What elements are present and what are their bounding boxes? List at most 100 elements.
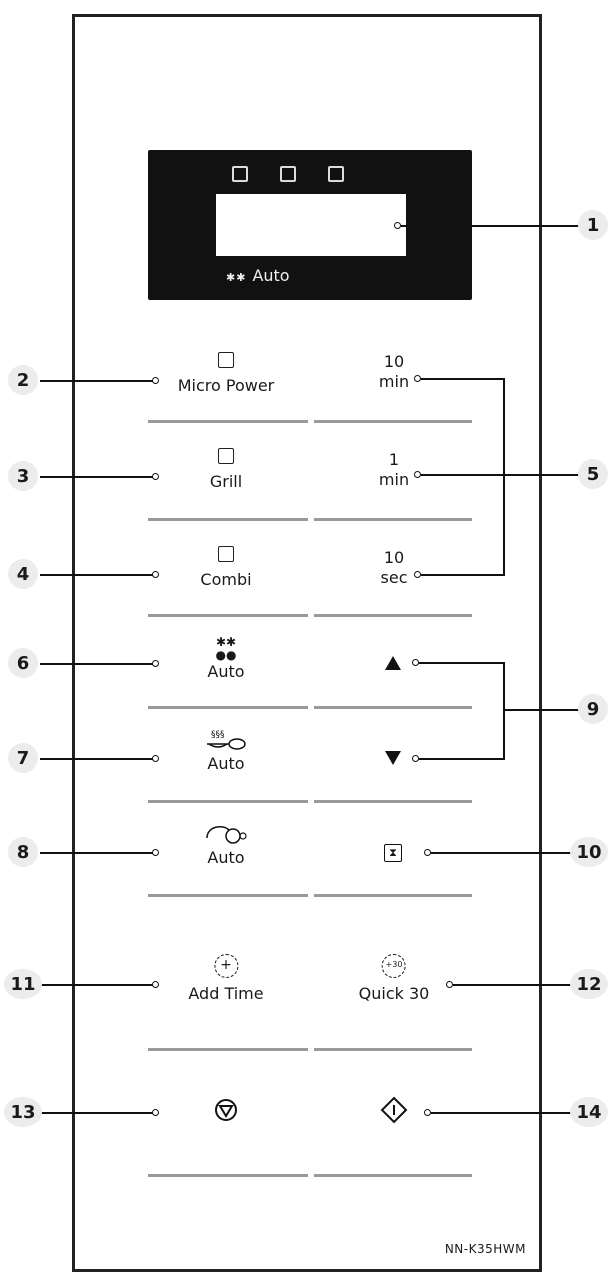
quick-30-button[interactable]: +30 Quick 30: [358, 954, 430, 1004]
combi-icon: [218, 546, 234, 562]
ten-min-button[interactable]: 10 min: [379, 352, 409, 392]
up-arrow-button[interactable]: [384, 655, 402, 671]
pan-icon: §§§: [207, 730, 246, 750]
leader-line: [40, 476, 154, 478]
one-min-unit: min: [378, 470, 410, 489]
down-arrow-button[interactable]: [384, 750, 402, 766]
separator: [314, 800, 472, 803]
separator: [314, 420, 472, 423]
micro-power-display-icon: [232, 166, 248, 182]
auto-defrost-button[interactable]: ✱✱●● Auto: [207, 635, 245, 682]
quick-30-icon: +30: [382, 954, 406, 978]
leader-line: [419, 662, 505, 664]
separator: [148, 1048, 308, 1051]
auto-grill-label: Auto: [207, 848, 245, 867]
defrost-icon: ✱✱: [226, 271, 247, 284]
add-time-button[interactable]: + Add Time: [188, 954, 264, 1004]
callout-number: 9: [578, 694, 608, 724]
grill-display-icon: [280, 166, 296, 182]
quick-30-label: Quick 30: [358, 984, 430, 1003]
separator: [314, 518, 472, 521]
add-time-icon: +: [214, 954, 238, 978]
callout-number: 8: [8, 837, 38, 867]
callout-number: 12: [570, 969, 608, 999]
grill-label: Grill: [209, 472, 243, 491]
leader-line: [431, 852, 571, 854]
separator: [148, 894, 308, 897]
callout-dot: [152, 849, 159, 856]
callout-dot: [414, 471, 421, 478]
one-min-button[interactable]: 1 min: [379, 450, 409, 490]
separator: [314, 1048, 472, 1051]
leader-line: [503, 709, 579, 711]
micro-power-icon: [218, 352, 234, 368]
combi-display-icon: [328, 166, 344, 182]
auto-grill-button[interactable]: Auto: [203, 820, 249, 868]
separator: [148, 1174, 308, 1177]
callout-dot: [152, 660, 159, 667]
callout-number: 5: [578, 459, 608, 489]
leader-line: [453, 984, 571, 986]
defrost-icon: ✱✱●●: [215, 635, 237, 663]
callout-dot: [412, 755, 419, 762]
ten-min-unit: min: [378, 372, 410, 391]
separator: [314, 1174, 472, 1177]
separator: [148, 420, 308, 423]
leader-line: [40, 758, 154, 760]
display-auto-label: Auto: [252, 266, 290, 285]
callout-number: 14: [570, 1097, 608, 1127]
callout-dot: [412, 659, 419, 666]
separator: [314, 614, 472, 617]
auto-cook-button[interactable]: §§§ Auto: [203, 728, 249, 774]
callout-dot: [152, 755, 159, 762]
leader-line: [40, 984, 154, 986]
callout-dot: [152, 377, 159, 384]
ten-sec-number: 10: [383, 548, 405, 567]
callout-dot: [446, 981, 453, 988]
separator: [148, 614, 308, 617]
separator: [148, 706, 308, 709]
callout-number: 4: [8, 559, 38, 589]
separator: [314, 894, 472, 897]
callout-number: 10: [570, 837, 608, 867]
separator: [148, 518, 308, 521]
leader-line: [431, 1112, 571, 1114]
callout-number: 7: [8, 743, 38, 773]
add-time-label: Add Time: [188, 984, 264, 1003]
stop-cancel-button[interactable]: [214, 1098, 238, 1122]
ten-min-number: 10: [383, 352, 405, 371]
leader-line: [40, 663, 154, 665]
auto-defrost-label: Auto: [207, 662, 245, 682]
callout-number: 2: [8, 365, 38, 395]
grill-button[interactable]: Grill: [210, 472, 242, 492]
auto-cook-label: Auto: [207, 754, 245, 773]
leader-line: [40, 1112, 154, 1114]
combi-label: Combi: [200, 570, 252, 589]
callout-dot: [424, 1109, 431, 1116]
callout-dot: [152, 981, 159, 988]
micro-power-button[interactable]: Micro Power: [178, 376, 275, 396]
callout-dot: [414, 571, 421, 578]
callout-number: 13: [4, 1097, 42, 1127]
callout-dot: [424, 849, 431, 856]
callout-number: 1: [578, 210, 608, 240]
callout-dot: [394, 222, 401, 229]
hourglass-icon: ⧗: [389, 846, 397, 859]
bracket-line: [503, 662, 505, 760]
lcd-screen: [216, 194, 406, 256]
timer-button[interactable]: ⧗: [384, 844, 402, 862]
callout-number: 3: [8, 461, 38, 491]
micro-power-label: Micro Power: [177, 376, 275, 395]
leader-line: [40, 852, 154, 854]
callout-dot: [152, 1109, 159, 1116]
leader-line: [419, 758, 505, 760]
ten-sec-button[interactable]: 10 sec: [381, 548, 408, 588]
callout-dot: [414, 375, 421, 382]
leader-line: [40, 380, 154, 382]
combi-button[interactable]: Combi: [200, 570, 251, 590]
leader-line: [421, 474, 579, 476]
leader-line: [40, 574, 154, 576]
leader-line: [401, 225, 579, 227]
one-min-number: 1: [388, 450, 400, 469]
start-button[interactable]: [380, 1096, 408, 1124]
